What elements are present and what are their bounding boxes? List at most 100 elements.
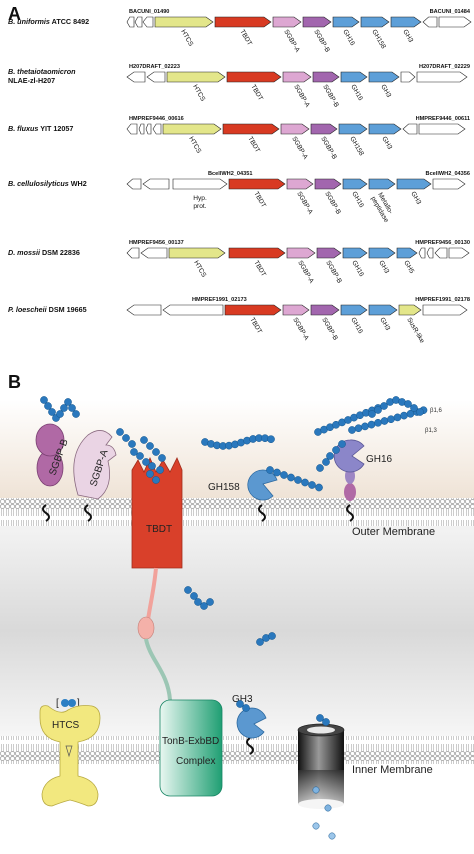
htcs-label: HTCS — [52, 720, 80, 731]
glucose-bead — [140, 436, 148, 444]
glucose-bead — [68, 404, 76, 412]
gene-arrow — [172, 178, 228, 190]
gene-label: GH3 — [409, 191, 422, 207]
gh158-label: GH158 — [208, 482, 240, 493]
gene-arrow — [342, 178, 368, 190]
glucose-bead — [116, 428, 124, 436]
glucose-bead — [128, 440, 136, 448]
gene-label: GH158 — [348, 136, 365, 158]
inner-membrane-transporter — [297, 723, 345, 809]
gene-arrow — [432, 178, 466, 190]
gene-arrow — [400, 71, 416, 83]
glucose-bead — [312, 822, 320, 830]
gene-arrow — [368, 304, 398, 316]
panel-a-letter: A — [8, 4, 21, 24]
gene-arrow — [142, 178, 170, 190]
gene-arrow — [310, 123, 338, 135]
gene-arrow — [398, 304, 422, 316]
gene-arrow — [338, 123, 368, 135]
glucose-bead — [44, 402, 52, 410]
glucose-bead — [60, 404, 68, 412]
gene-arrow — [434, 247, 448, 259]
gene-arrow — [224, 304, 282, 316]
gene-arrow — [145, 123, 152, 135]
glucose-bead — [206, 598, 214, 606]
gene-arrow — [168, 247, 226, 259]
gh158-enzyme: GH158 — [208, 469, 278, 522]
glucose-bead — [72, 410, 80, 418]
gene-label: GH16 — [350, 260, 365, 279]
glucose-bead — [308, 481, 316, 489]
glucose-bead — [338, 440, 346, 448]
gene-label: SGBP-A — [292, 84, 311, 110]
gene-arrow — [316, 247, 342, 259]
gene-arrow — [390, 16, 422, 28]
htcs-bracket-left: [ — [56, 698, 59, 709]
glucose-bead — [256, 638, 264, 646]
gene-arrow — [426, 247, 434, 259]
glucose-bead — [374, 406, 382, 414]
gene-arrow — [126, 178, 142, 190]
gene-arrow — [222, 123, 280, 135]
glucose-bead — [315, 483, 323, 492]
locus-tag-left: HMPREF1991_02173 — [192, 297, 247, 303]
glucose-bead — [380, 417, 389, 425]
gene-arrow — [418, 123, 466, 135]
gh16-label: GH16 — [366, 454, 393, 465]
gene-arrow — [340, 71, 368, 83]
gene-arrow — [286, 247, 316, 259]
locus-tag-right: HMPREF9446_00611 — [416, 116, 470, 122]
glucose-bead — [267, 435, 275, 444]
gene-label: SGBP-A — [291, 317, 310, 343]
glucose-bead — [40, 396, 48, 404]
glucose-bead — [400, 411, 408, 420]
glucan-beads — [40, 396, 428, 840]
gene-arrow — [126, 71, 146, 83]
gene-label: HTCS — [191, 84, 206, 104]
sgbp-a-protein: SGBP-A — [73, 430, 117, 522]
gene-arrow — [448, 247, 470, 259]
gene-arrow — [312, 71, 340, 83]
organism-name: B. fluxus YIT 12057 — [8, 124, 73, 133]
gene-arrow — [438, 16, 472, 28]
gene-arrow — [422, 304, 468, 316]
locus-tag-right: BACUNI_01484 — [430, 9, 471, 15]
locus-tag-right: HMPREF9456_00130 — [415, 240, 470, 246]
glucose-bead — [56, 410, 64, 418]
organism-strain: YIT 12057 — [38, 124, 73, 133]
glucose-bead — [332, 446, 340, 454]
tbdt-label: TBDT — [146, 524, 172, 535]
organism-genus-species: B. thetaiotaomicron — [8, 67, 76, 76]
glucose-bead — [354, 424, 363, 433]
gene-label: TBDT — [246, 136, 261, 154]
gene-arrow — [228, 178, 286, 190]
glucose-bead — [361, 422, 369, 431]
glucose-bead — [324, 804, 332, 812]
glucose-bead — [64, 398, 72, 406]
glucose-bead — [322, 718, 330, 726]
cell-envelope-diagram: Outer Membrane Inner Membrane SGBP-B SGB… — [0, 396, 474, 854]
gene-label: TBDT — [238, 29, 253, 47]
glucose-bead — [287, 473, 295, 482]
gene-label: GH16 — [349, 84, 364, 103]
gene-arrow — [162, 304, 224, 316]
locus-tag-left: BACUNI_01490 — [129, 9, 169, 15]
sgbp-b-protein: SGBP-B — [35, 423, 71, 522]
glucose-bead — [200, 602, 208, 610]
tbdt-transporter: TBDT — [131, 456, 183, 701]
gh3-enzyme: GH3 — [232, 694, 267, 755]
gene-arrow — [152, 123, 162, 135]
organism-strain: DSM 22836 — [40, 248, 80, 257]
beta13-label: β1,3 — [425, 428, 437, 434]
periplasm — [0, 526, 474, 736]
gene-arrow — [314, 178, 342, 190]
gene-arrow — [214, 16, 272, 28]
beta16-label: β1,6 — [430, 408, 442, 414]
organism-strain: DSM 19665 — [47, 305, 87, 314]
inner-membrane-label: Inner Membrane — [352, 764, 433, 776]
gene-label: TBDT — [248, 317, 263, 335]
gene-arrow — [138, 123, 145, 135]
gene-label: SusR-like — [405, 317, 425, 345]
glucose-bead — [148, 462, 156, 470]
